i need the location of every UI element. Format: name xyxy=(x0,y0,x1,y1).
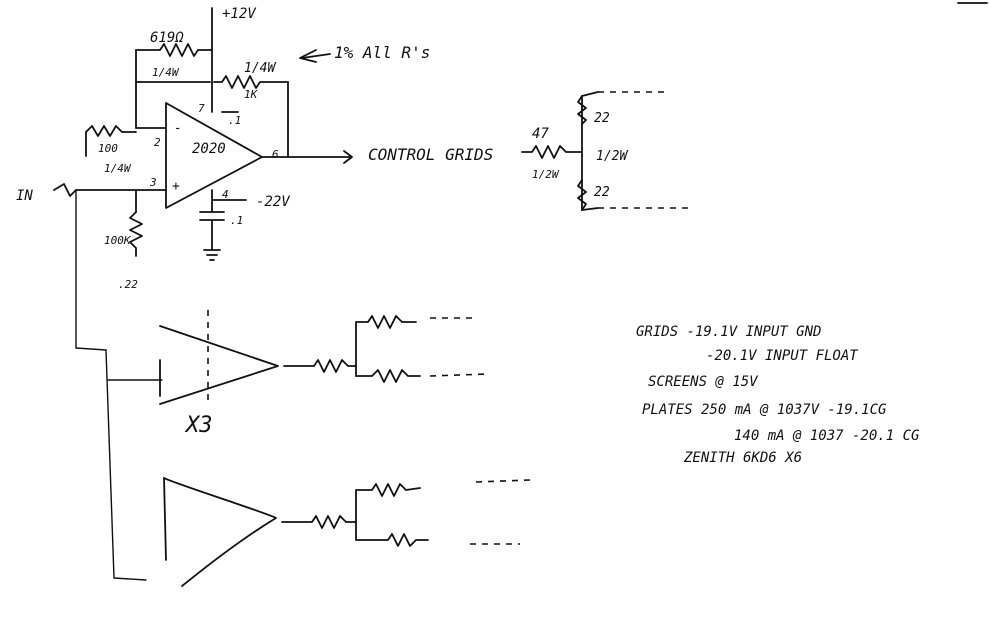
note-line-5: 140 mA @ 1037 -20.1 CG xyxy=(734,428,920,444)
opamp3-input-edge xyxy=(163,477,167,561)
note-line-6: ZENITH 6KD6 X6 xyxy=(683,450,802,466)
note-line-1: GRIDS -19.1V INPUT GND xyxy=(636,324,821,340)
tolerance-note: 1% All R's xyxy=(334,43,430,62)
pin-vpos-label: 7 xyxy=(198,102,205,115)
input-wire xyxy=(53,183,167,197)
stage2-series-resistor xyxy=(283,359,357,373)
note-line-3: SCREENS @ 15V xyxy=(648,374,759,390)
resistor-619 xyxy=(135,43,213,57)
resistor-1k xyxy=(213,75,289,89)
note-line-2: -20.1V INPUT FLOAT xyxy=(706,348,859,364)
r2-power-label: 1/4W xyxy=(244,61,276,76)
stage2-bottom-resistor xyxy=(355,369,421,383)
output-label: CONTROL GRIDS xyxy=(368,145,493,164)
opamp-minus-sign: - xyxy=(174,121,182,136)
r1-value-label: 619Ω xyxy=(150,30,184,46)
pin-noninv-label: 3 xyxy=(149,176,157,189)
resistor-100k xyxy=(129,211,143,257)
stage3-top-resistor xyxy=(355,483,421,497)
bottom-note: .22 xyxy=(118,278,138,291)
r-grid-top-label: 22 xyxy=(594,111,610,126)
r2-value-label: 1K xyxy=(244,88,259,101)
r-bias-value-label: 100K xyxy=(104,234,132,247)
pin-out-label: 6 xyxy=(272,148,279,161)
stage3-continue-top xyxy=(475,479,531,483)
r-series-power-label: 1/2W xyxy=(532,168,560,181)
opamp-symbol xyxy=(165,102,263,209)
stage2-top-resistor xyxy=(355,315,417,329)
r-grid-power-label: 1/2W xyxy=(596,149,628,164)
r1-power-label: 1/4W xyxy=(152,66,180,79)
opamp2-symbol xyxy=(159,325,279,405)
vpos-cap-label: .1 xyxy=(228,114,241,127)
vneg-cap-label: .1 xyxy=(230,214,243,227)
r-grid-bottom-label: 22 xyxy=(594,185,610,200)
input-bus-down xyxy=(105,349,115,579)
grid-top-wire xyxy=(581,91,599,97)
r-in-value-label: 100 xyxy=(98,142,118,155)
output-arrow xyxy=(343,150,353,164)
pin-vneg-label: 4 xyxy=(222,188,229,201)
resistor-100 xyxy=(85,125,137,137)
opamp-plus-sign: + xyxy=(172,179,180,194)
neg-rail-label: -22V xyxy=(256,194,291,210)
pos-rail-label: +12V xyxy=(222,6,257,22)
resistor-22-top xyxy=(577,95,587,125)
resistor-47 xyxy=(521,145,583,159)
stage3-bottom-resistor xyxy=(355,533,429,547)
opamp-part-label: 2020 xyxy=(192,141,226,157)
resistor-22-bottom xyxy=(577,179,587,211)
repeat-count-label: X3 xyxy=(184,413,213,438)
stage3-series-resistor xyxy=(281,515,357,529)
tolerance-arrow-shaft xyxy=(301,53,331,59)
grid-bottom-wire xyxy=(581,207,599,211)
stage2-continue-bottom xyxy=(429,373,489,377)
r-series-value-label: 47 xyxy=(532,126,549,142)
branch-3-input xyxy=(113,577,147,581)
opamp3-symbol xyxy=(163,477,277,587)
r-in-power-label: 1/4W xyxy=(104,162,132,175)
input-label: IN xyxy=(16,188,33,204)
note-line-4: PLATES 250 mA @ 1037V -19.1CG xyxy=(642,402,887,418)
tolerance-arrow xyxy=(299,49,317,63)
pin-inv-label: 2 xyxy=(154,136,161,149)
input-bus-jog xyxy=(75,347,107,351)
